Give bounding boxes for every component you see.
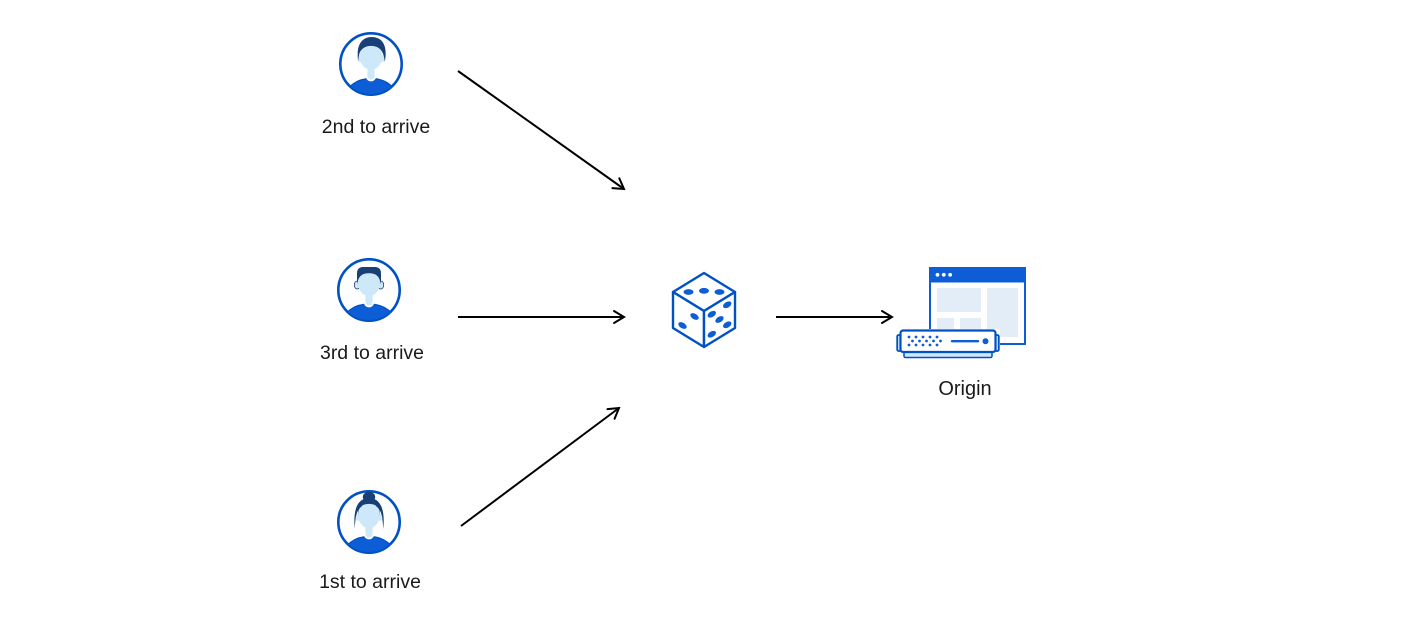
hair-front (358, 499, 380, 518)
browser-titlebar (929, 267, 1026, 283)
hair-back (354, 498, 384, 529)
arrow-second-to-dice (457, 70, 626, 191)
user-node-third (336, 257, 402, 323)
dice-icon (671, 271, 737, 349)
origin-server (896, 329, 1000, 361)
dice-pips (678, 287, 732, 338)
avatar-woman-bun-hair-icon (336, 489, 402, 555)
hair (357, 37, 386, 62)
user-node-first (336, 489, 402, 555)
user-label-third: 3rd to arrive (319, 342, 425, 364)
server-icon (896, 329, 1000, 360)
face (358, 502, 380, 529)
avatar-man-swept-hair-icon (338, 31, 404, 97)
user-label-second: 2nd to arrive (321, 116, 431, 138)
server-body (899, 329, 997, 354)
avatar-man-flattop-hair-icon (336, 257, 402, 323)
hair (357, 267, 381, 285)
face (358, 270, 380, 296)
face (359, 43, 383, 70)
randomizer-node (671, 271, 737, 349)
server-status-led (982, 338, 989, 345)
server-vent-dots (907, 335, 942, 347)
user-label-first: 1st to arrive (319, 571, 421, 593)
browser-window-dots (935, 272, 952, 277)
origin-label: Origin (938, 378, 992, 400)
arrow-first-to-dice (460, 406, 621, 527)
user-node-second (338, 31, 404, 97)
